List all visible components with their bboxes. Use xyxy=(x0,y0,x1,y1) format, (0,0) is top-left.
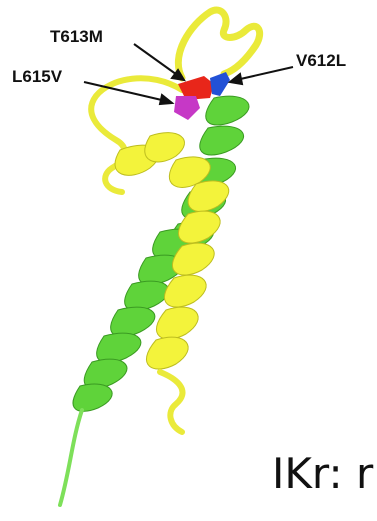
label-v612l: V612L xyxy=(296,51,346,70)
mutation-blue-patch xyxy=(210,72,230,96)
arrow-t613m xyxy=(134,44,180,77)
arrow-v612l xyxy=(236,67,293,80)
green-tail xyxy=(60,410,82,505)
label-l615v: L615V xyxy=(12,67,63,86)
label-t613m: T613M xyxy=(50,27,103,46)
mutation-magenta-patch xyxy=(174,96,200,120)
yellow-tail xyxy=(160,372,183,432)
caption-text: IKr: r xyxy=(272,449,373,498)
yellow-loop-top xyxy=(178,10,259,78)
